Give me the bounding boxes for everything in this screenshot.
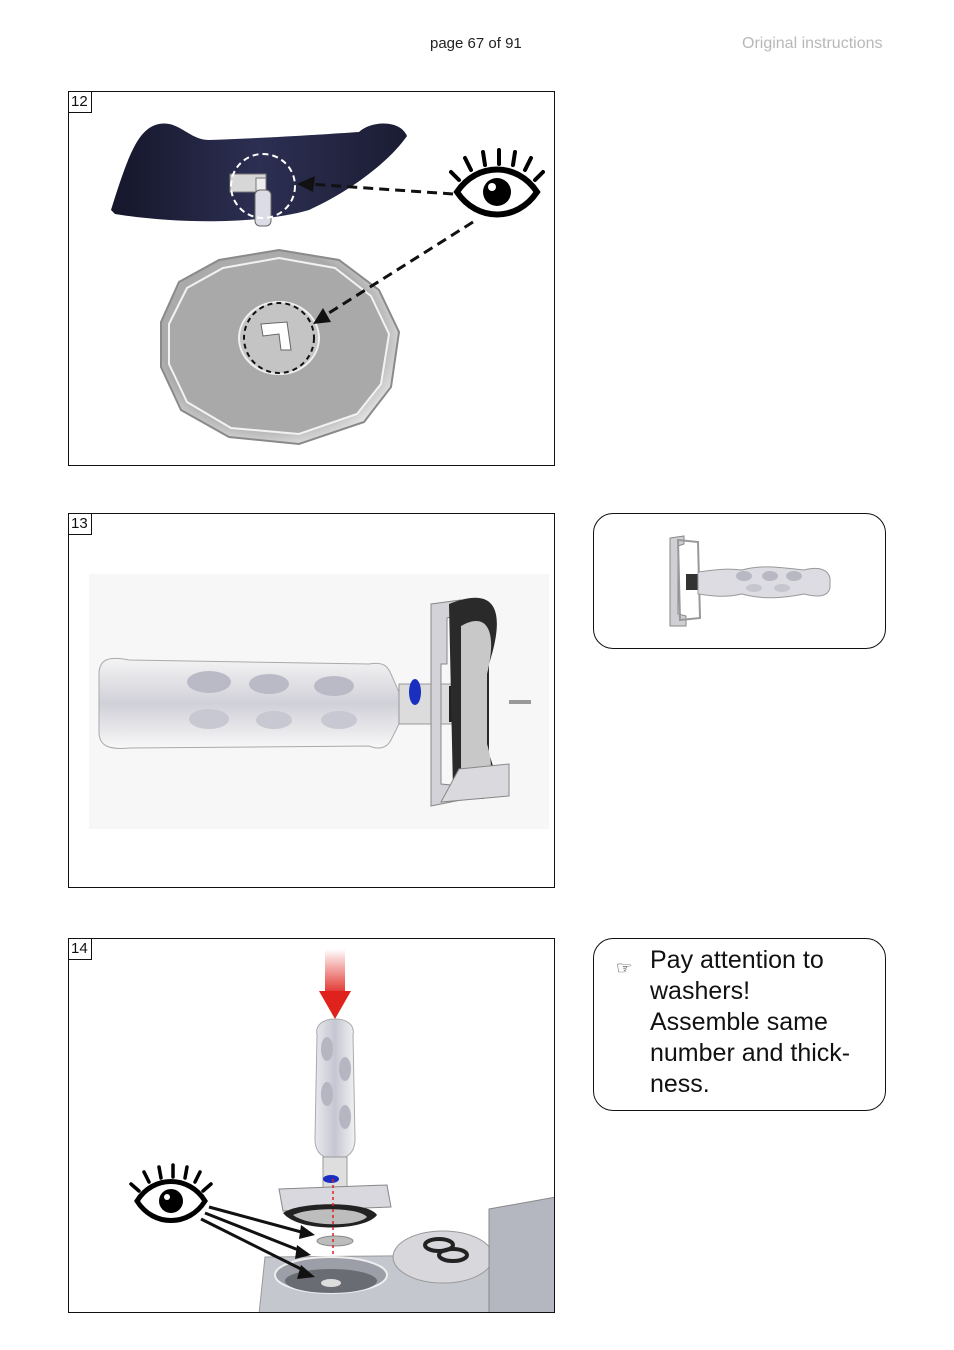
figure-14-illustration xyxy=(129,949,554,1312)
note-text: Pay attention to washers! Assemble same … xyxy=(650,946,851,1098)
figure-13-illustration xyxy=(89,574,549,829)
handle-preview-box xyxy=(593,513,886,649)
note: ☞ Pay attention to washers! Assemble sam… xyxy=(616,945,858,1100)
red-arrow-icon xyxy=(319,991,351,1019)
eye-icon xyxy=(129,1163,213,1223)
figure-14: 14 xyxy=(68,938,555,1313)
figure-13: 13 xyxy=(68,513,555,888)
note-box: ☞ Pay attention to washers! Assemble sam… xyxy=(593,938,886,1111)
pointing-hand-icon: ☞ xyxy=(616,958,633,978)
figure-number: 12 xyxy=(69,92,92,113)
handle-preview-illustration xyxy=(669,535,831,627)
eye-icon xyxy=(449,148,545,218)
doc-label: Original instructions xyxy=(742,35,883,52)
figure-12-illustration xyxy=(111,123,545,446)
figure-number: 13 xyxy=(69,514,92,535)
page-number: page 67 of 91 xyxy=(430,35,522,52)
pad-shape xyxy=(111,123,407,222)
figure-number: 14 xyxy=(69,939,92,960)
figure-12: 12 xyxy=(68,91,555,466)
handle-shape xyxy=(98,657,400,749)
